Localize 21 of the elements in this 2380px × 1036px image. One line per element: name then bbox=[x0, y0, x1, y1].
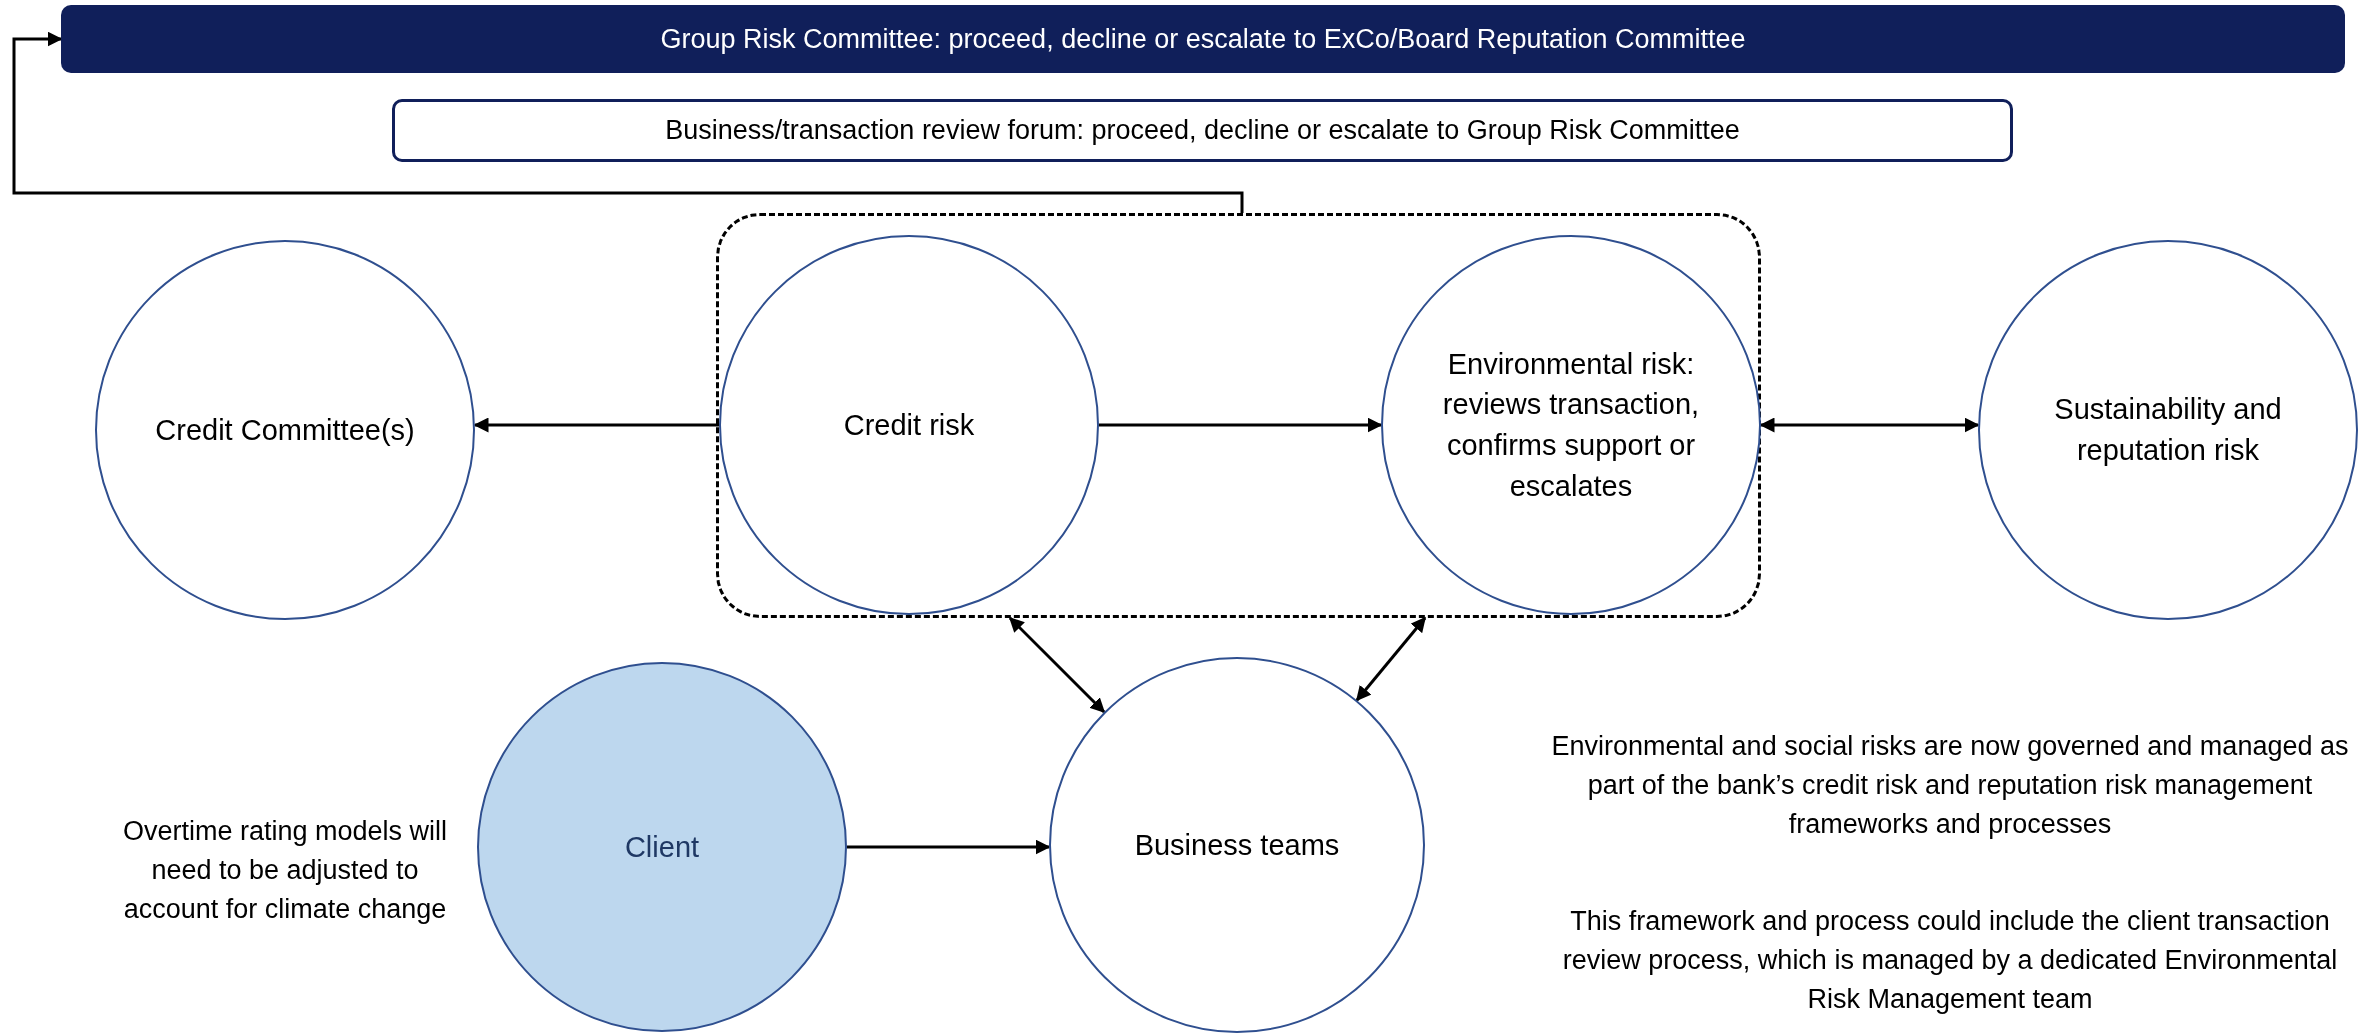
circle-text: Client bbox=[624, 829, 700, 865]
arrow bbox=[12, 31, 1244, 213]
note-text: This framework and process could include the client transaction review process, which is managed by a dedicated Environmental Risk Management team bbox=[1561, 905, 2339, 1017]
committee-banner bbox=[61, 5, 2345, 73]
banner-text: Group Risk Committee: proceed, decline or escalate to ExCo/Board Reputation Committee bbox=[660, 23, 1746, 55]
circle-text: Credit risk bbox=[843, 407, 975, 443]
dashed-boundary bbox=[716, 213, 1761, 618]
arrow bbox=[1008, 616, 1106, 714]
arrow bbox=[1355, 616, 1427, 702]
banner-text: Business/transaction review forum: proceed, decline or escalate to Group Risk Committee bbox=[665, 115, 1740, 146]
note-text: Environmental and social risks are now governed and managed as part of the bank’s credit risk and reputation risk management frameworks and processes bbox=[1550, 730, 2350, 842]
circle-text: Business teams bbox=[1134, 827, 1340, 863]
arrow bbox=[847, 839, 1051, 855]
note-text: Overtime rating models will need to be adjusted to account for climate change bbox=[121, 815, 449, 927]
circle-text: Credit Committee(s) bbox=[155, 412, 415, 448]
arrow bbox=[1759, 417, 1980, 433]
arrow bbox=[473, 417, 719, 433]
circle-text: Environmental risk: reviews transaction, confirms support or escalates bbox=[1441, 346, 1701, 504]
forum-box bbox=[392, 99, 2013, 162]
circle-text: Sustainability and reputation risk bbox=[2053, 392, 2283, 468]
arrow bbox=[1099, 417, 1383, 433]
